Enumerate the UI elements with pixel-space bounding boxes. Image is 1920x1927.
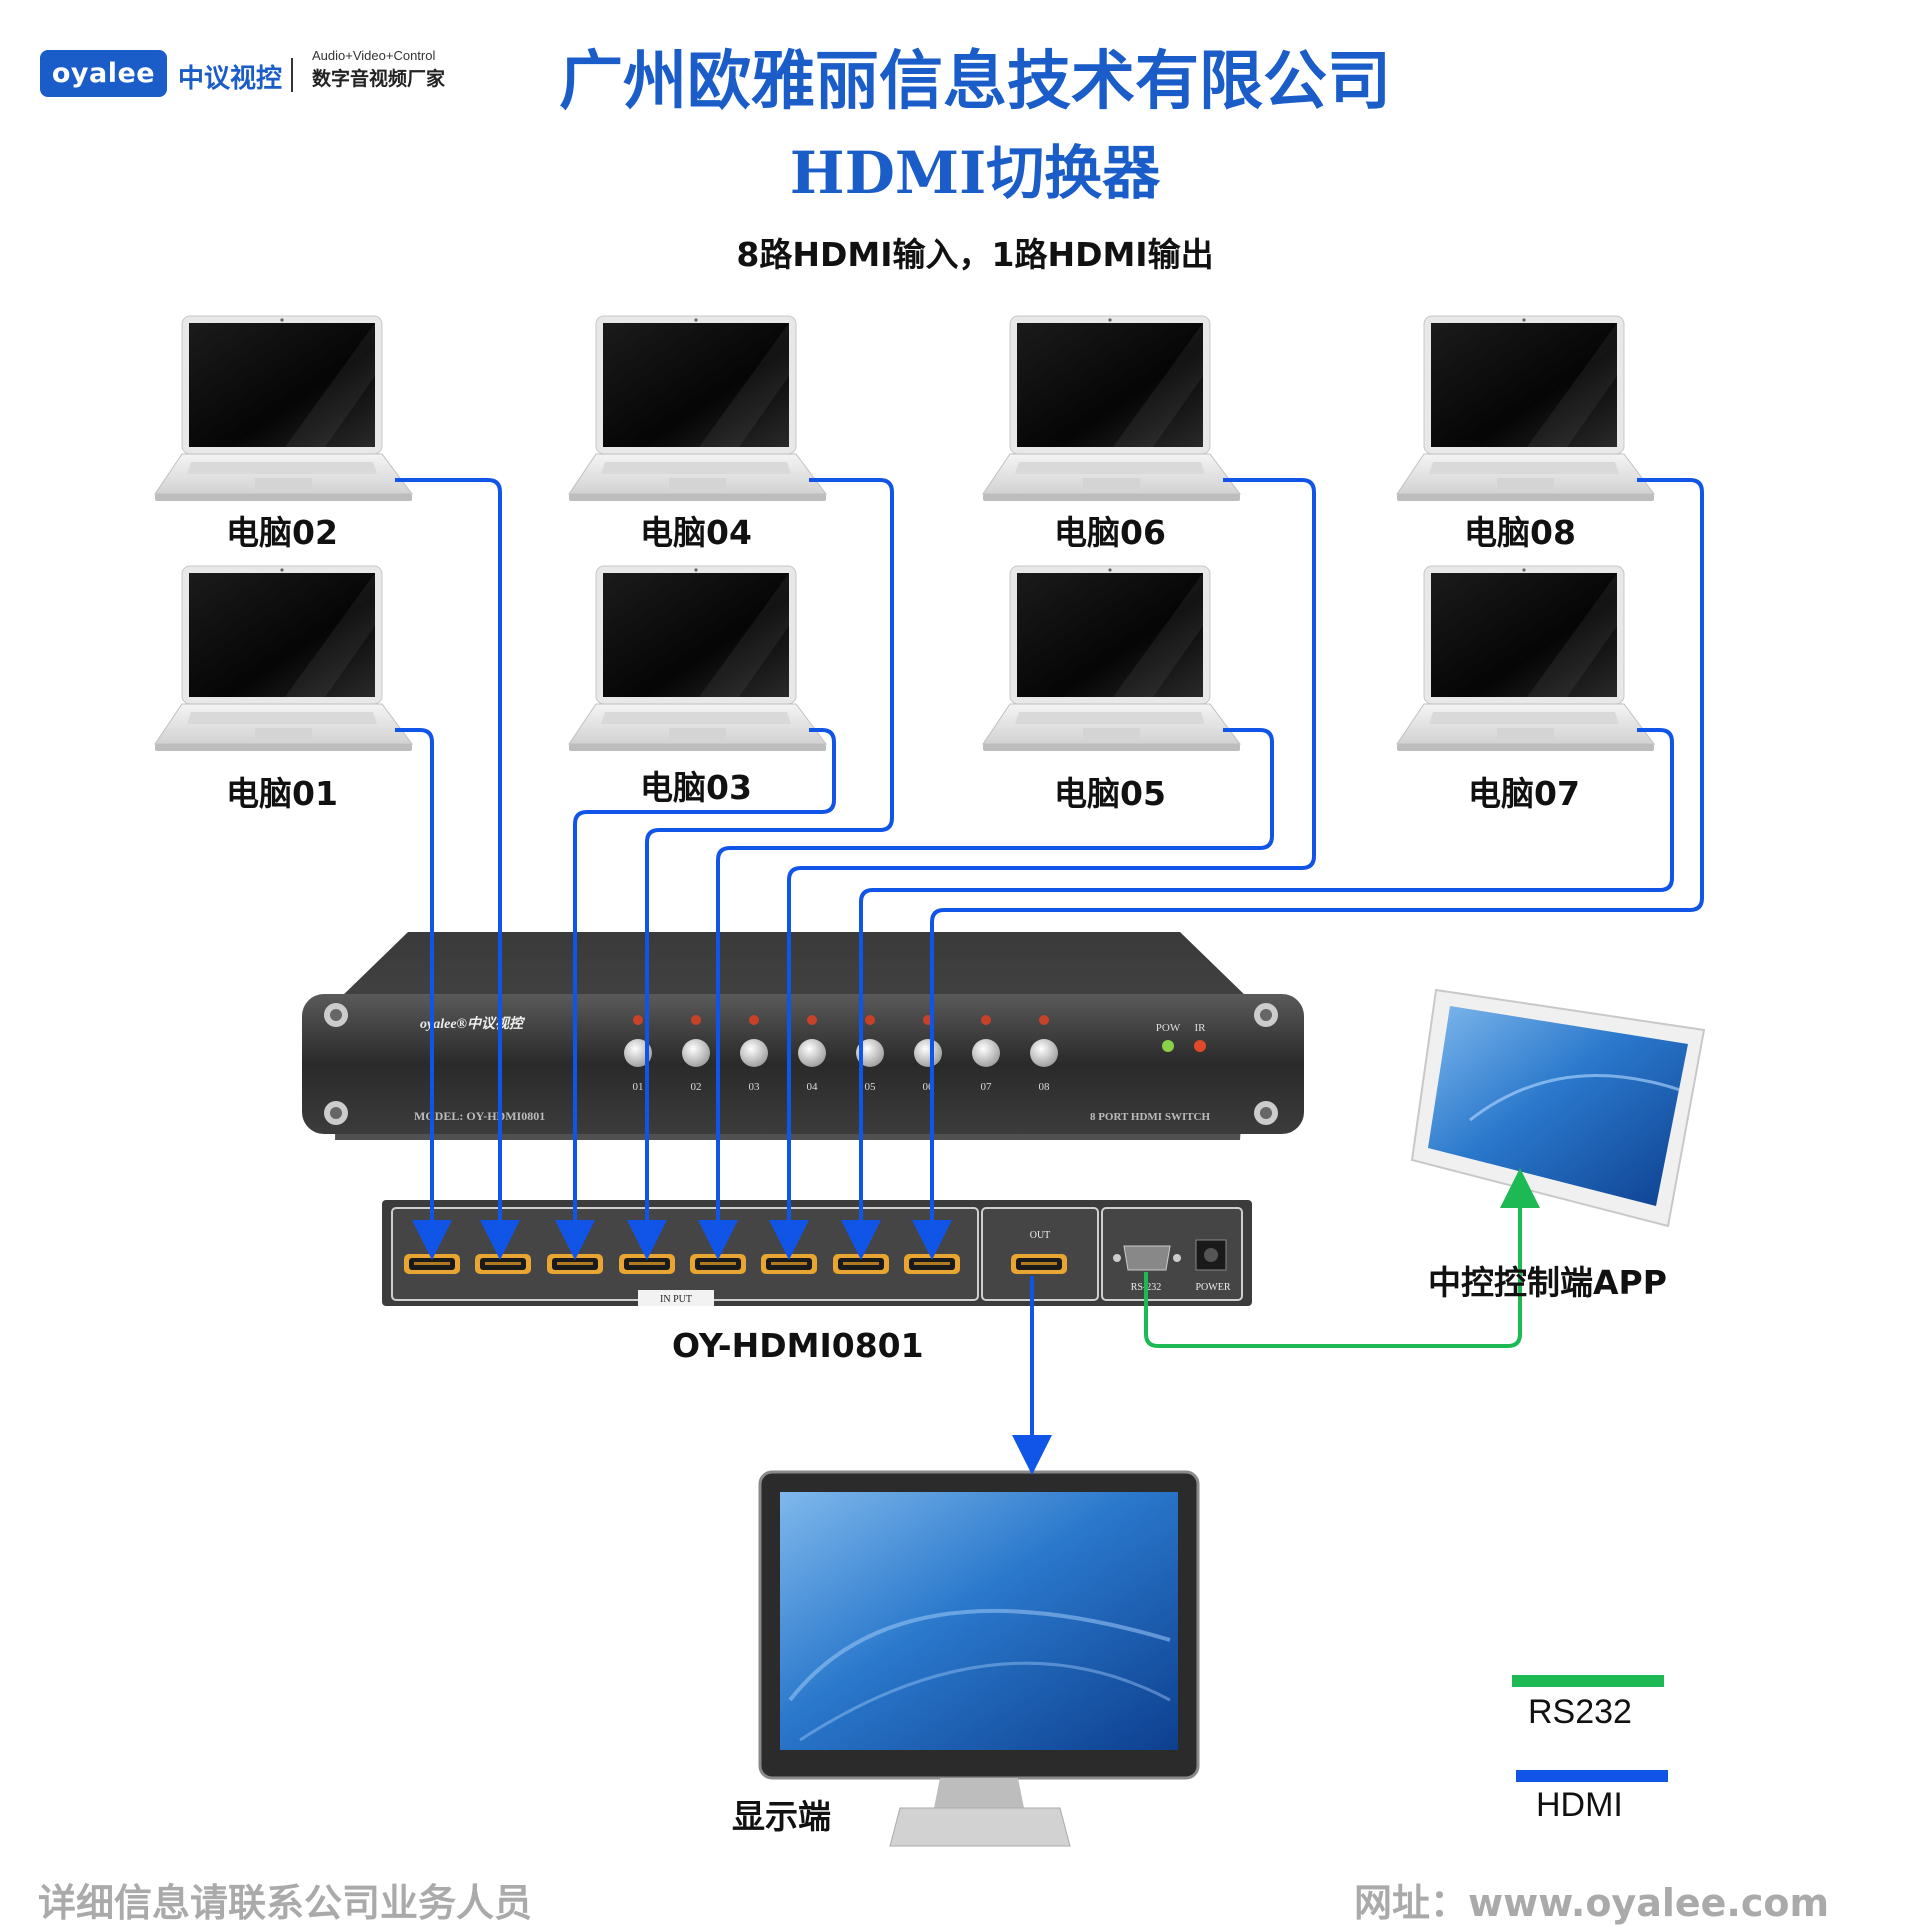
hdmi-in-port-5 xyxy=(690,1254,746,1274)
tablet-device xyxy=(1410,988,1706,1228)
button-label-04: 04 xyxy=(807,1081,819,1093)
laptop-pc02 xyxy=(154,315,413,502)
pc-label-02: 电脑02 xyxy=(226,513,338,552)
pc-label-03: 电脑03 xyxy=(640,768,752,807)
legend-rs232-label: RS232 xyxy=(1528,1693,1632,1731)
rs232-port xyxy=(1113,1245,1181,1271)
hdmi-in-port-2 xyxy=(475,1254,531,1274)
hdmi-in-port-3 xyxy=(547,1254,603,1274)
ir-label: IR xyxy=(1195,1022,1207,1034)
hdmi-in-port-1 xyxy=(404,1254,460,1274)
company-title: 广州欧雅丽信息技术有限公司 xyxy=(559,44,1391,119)
subtitle: 8路HDMI输入，1路HDMI输出 xyxy=(736,235,1214,274)
hdmi-out-port xyxy=(1011,1254,1067,1274)
button-label-05: 05 xyxy=(865,1081,877,1093)
channel-button-02[interactable] xyxy=(682,1039,710,1067)
laptop-pc06 xyxy=(982,315,1241,502)
cable-pc03 xyxy=(555,728,836,1260)
channel-button-03[interactable] xyxy=(740,1039,768,1067)
laptop-pc07 xyxy=(1396,565,1655,752)
rear-power-label: POWER xyxy=(1196,1282,1231,1293)
switch-front-panel xyxy=(302,994,1304,1134)
rs232-cable xyxy=(1144,1168,1540,1348)
ir-led xyxy=(1194,1040,1206,1052)
pow-led xyxy=(1162,1040,1174,1052)
hdmi-in-port-7 xyxy=(833,1254,889,1274)
model-caption: OY-HDMI0801 xyxy=(672,1326,924,1365)
laptop-pc08 xyxy=(1396,315,1655,502)
product-title: HDMI切换器 xyxy=(789,139,1161,207)
cable-pc04 xyxy=(627,478,894,1260)
pc-label-05: 电脑05 xyxy=(1054,774,1166,813)
brand-tagline: 数字音视频厂家 xyxy=(312,68,446,90)
hdmi-in-port-4 xyxy=(619,1254,675,1274)
footer-contact: 详细信息请联系公司业务人员 xyxy=(38,1881,533,1925)
button-label-07: 07 xyxy=(981,1081,993,1093)
pc-label-07: 电脑07 xyxy=(1468,774,1580,813)
cable-pc01 xyxy=(395,728,452,1260)
legend-hdmi-label: HDMI xyxy=(1536,1786,1623,1824)
cable-pc02 xyxy=(395,478,520,1260)
pc-label-04: 电脑04 xyxy=(640,513,752,552)
tablet-caption: 中控控制端APP xyxy=(1428,1263,1667,1302)
oyalee-logo: oyalee xyxy=(40,50,167,97)
cable-pc06 xyxy=(769,478,1316,1260)
button-label-02: 02 xyxy=(691,1081,702,1093)
pc-label-01: 电脑01 xyxy=(226,774,338,813)
display-monitor xyxy=(758,1470,1200,1847)
channel-button-08[interactable] xyxy=(1030,1039,1058,1067)
switch-type-label: 8 PORT HDMI SWITCH xyxy=(1090,1111,1211,1123)
pow-label: POW xyxy=(1156,1022,1181,1034)
legend-hdmi-swatch xyxy=(1516,1770,1668,1782)
hdmi-in-port-6 xyxy=(761,1254,817,1274)
cable-pc07 xyxy=(841,728,1674,1260)
pc-label-06: 电脑06 xyxy=(1054,513,1166,552)
cable-pc05 xyxy=(698,728,1274,1260)
brand-name-cn: 中议视控 xyxy=(178,64,283,94)
legend-rs232-swatch xyxy=(1512,1675,1664,1687)
footer-website: 网址：www.oyalee.com xyxy=(1354,1881,1830,1925)
laptop-pc04 xyxy=(568,315,827,502)
display-caption: 显示端 xyxy=(732,1797,831,1836)
front-logo: oyalee®中议视控 xyxy=(420,1015,526,1032)
button-label-08: 08 xyxy=(1039,1081,1051,1093)
button-label-06: 06 xyxy=(923,1081,935,1093)
rear-out-label: OUT xyxy=(1030,1230,1051,1241)
cable-pc08 xyxy=(912,478,1704,1260)
logo-divider xyxy=(291,58,293,92)
button-label-01: 01 xyxy=(633,1081,644,1093)
laptop-pc05 xyxy=(982,565,1241,752)
channel-button-04[interactable] xyxy=(798,1039,826,1067)
front-buttons: 01 02 03 04 05 06 07 08 xyxy=(624,1015,1058,1093)
hdmi-cables xyxy=(395,478,1704,1475)
channel-button-06[interactable] xyxy=(914,1039,942,1067)
pc-label-08: 电脑08 xyxy=(1464,513,1576,552)
power-jack xyxy=(1195,1239,1227,1271)
model-label: MODEL: OY-HDMI0801 xyxy=(414,1109,545,1123)
laptop-pc03 xyxy=(568,565,827,752)
brand-name-en: Audio+Video+Control xyxy=(312,48,436,63)
button-label-03: 03 xyxy=(749,1081,761,1093)
channel-button-07[interactable] xyxy=(972,1039,1000,1067)
laptop-pc01 xyxy=(154,565,413,752)
hdmi-in-port-8 xyxy=(904,1254,960,1274)
rear-input-label: IN PUT xyxy=(660,1294,692,1305)
